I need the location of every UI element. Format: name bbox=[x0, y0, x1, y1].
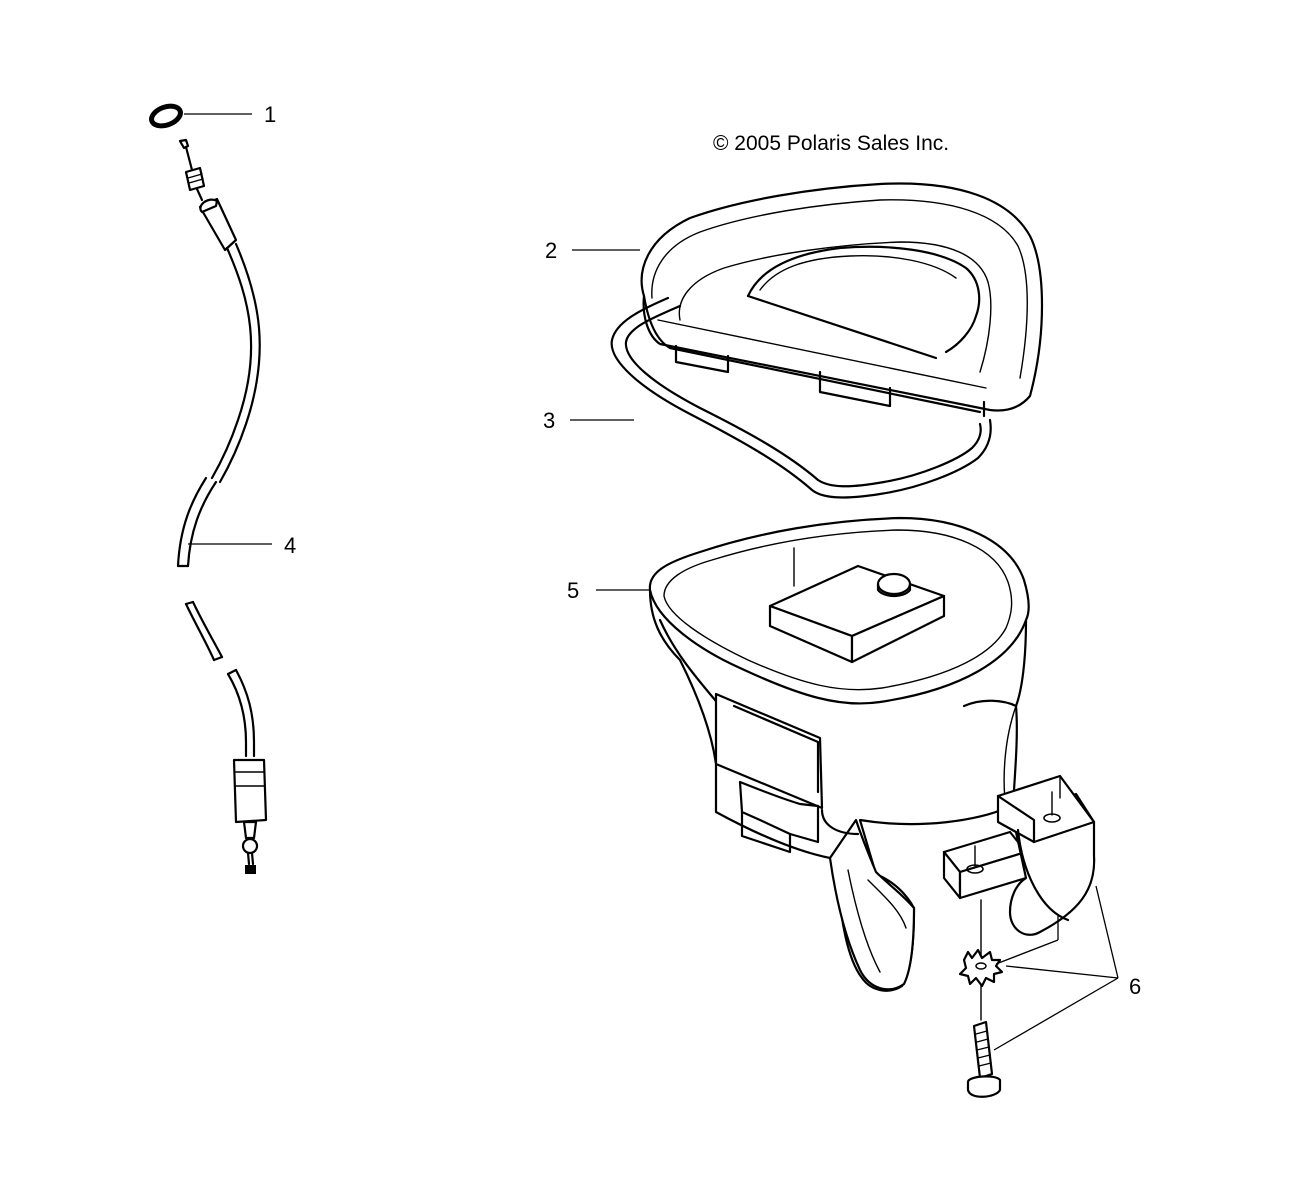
leader-lines bbox=[184, 113, 1119, 1051]
callout-1: 1 bbox=[264, 102, 276, 127]
part-1-o-ring bbox=[149, 103, 183, 129]
callout-4: 4 bbox=[284, 533, 296, 558]
callout-labels: 1 2 3 4 5 6 bbox=[264, 102, 1141, 999]
part-3-gasket bbox=[610, 296, 992, 499]
callout-5: 5 bbox=[567, 578, 579, 603]
callout-3: 3 bbox=[543, 408, 555, 433]
part-5-housing bbox=[648, 516, 1030, 992]
part-2-cover bbox=[640, 182, 1044, 418]
copyright-text: © 2005 Polaris Sales Inc. bbox=[713, 132, 949, 155]
callout-6: 6 bbox=[1129, 974, 1141, 999]
part-4-cable bbox=[176, 138, 268, 874]
callout-2: 2 bbox=[545, 238, 557, 263]
part-6-clamp-kit bbox=[942, 774, 1096, 1098]
